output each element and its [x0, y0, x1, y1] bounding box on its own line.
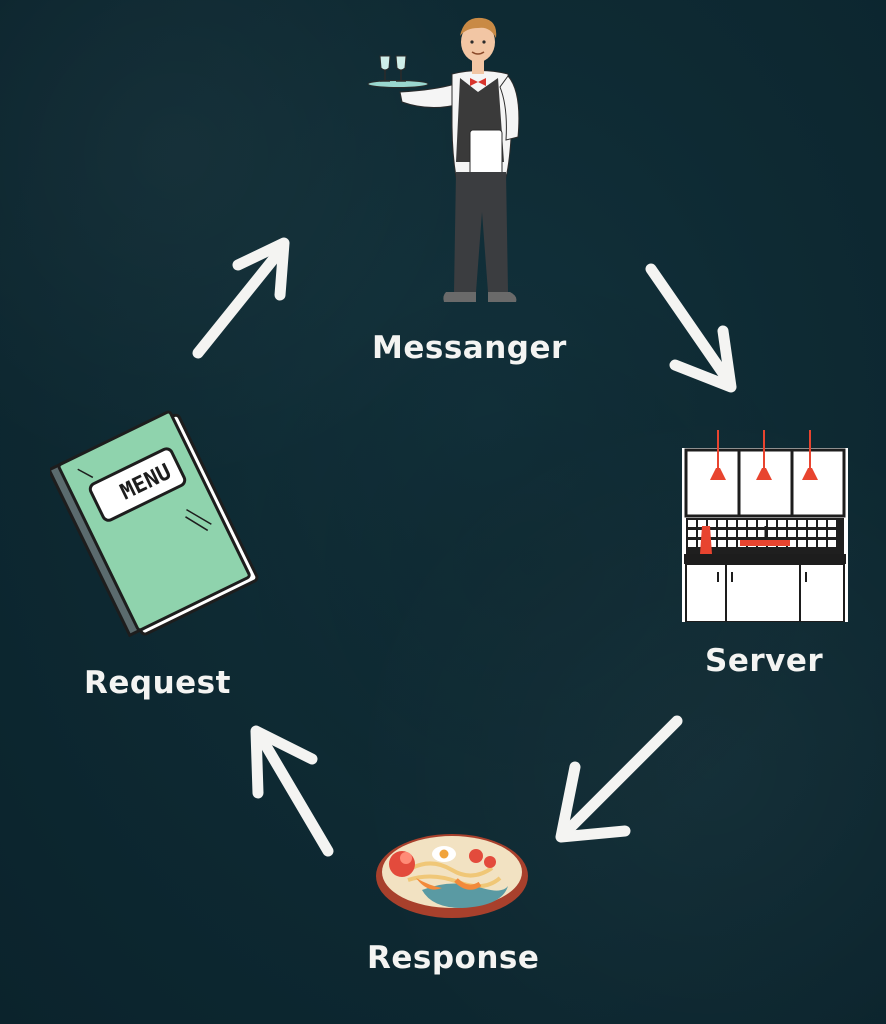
- menu-book-icon: [50, 410, 259, 638]
- food-bowl-icon: [376, 834, 528, 918]
- arrow-request-to-messenger: [192, 237, 290, 359]
- kitchen-icon: [682, 430, 848, 622]
- arrow-messenger-to-server: [645, 263, 737, 393]
- messenger-label: Messanger: [372, 330, 567, 366]
- arrow-server-to-response: [555, 715, 683, 843]
- response-label: Response: [367, 940, 540, 976]
- server-label: Server: [705, 643, 824, 679]
- request-label: Request: [84, 665, 231, 701]
- waiter-icon: [367, 17, 520, 302]
- arrow-response-to-request: [250, 725, 334, 857]
